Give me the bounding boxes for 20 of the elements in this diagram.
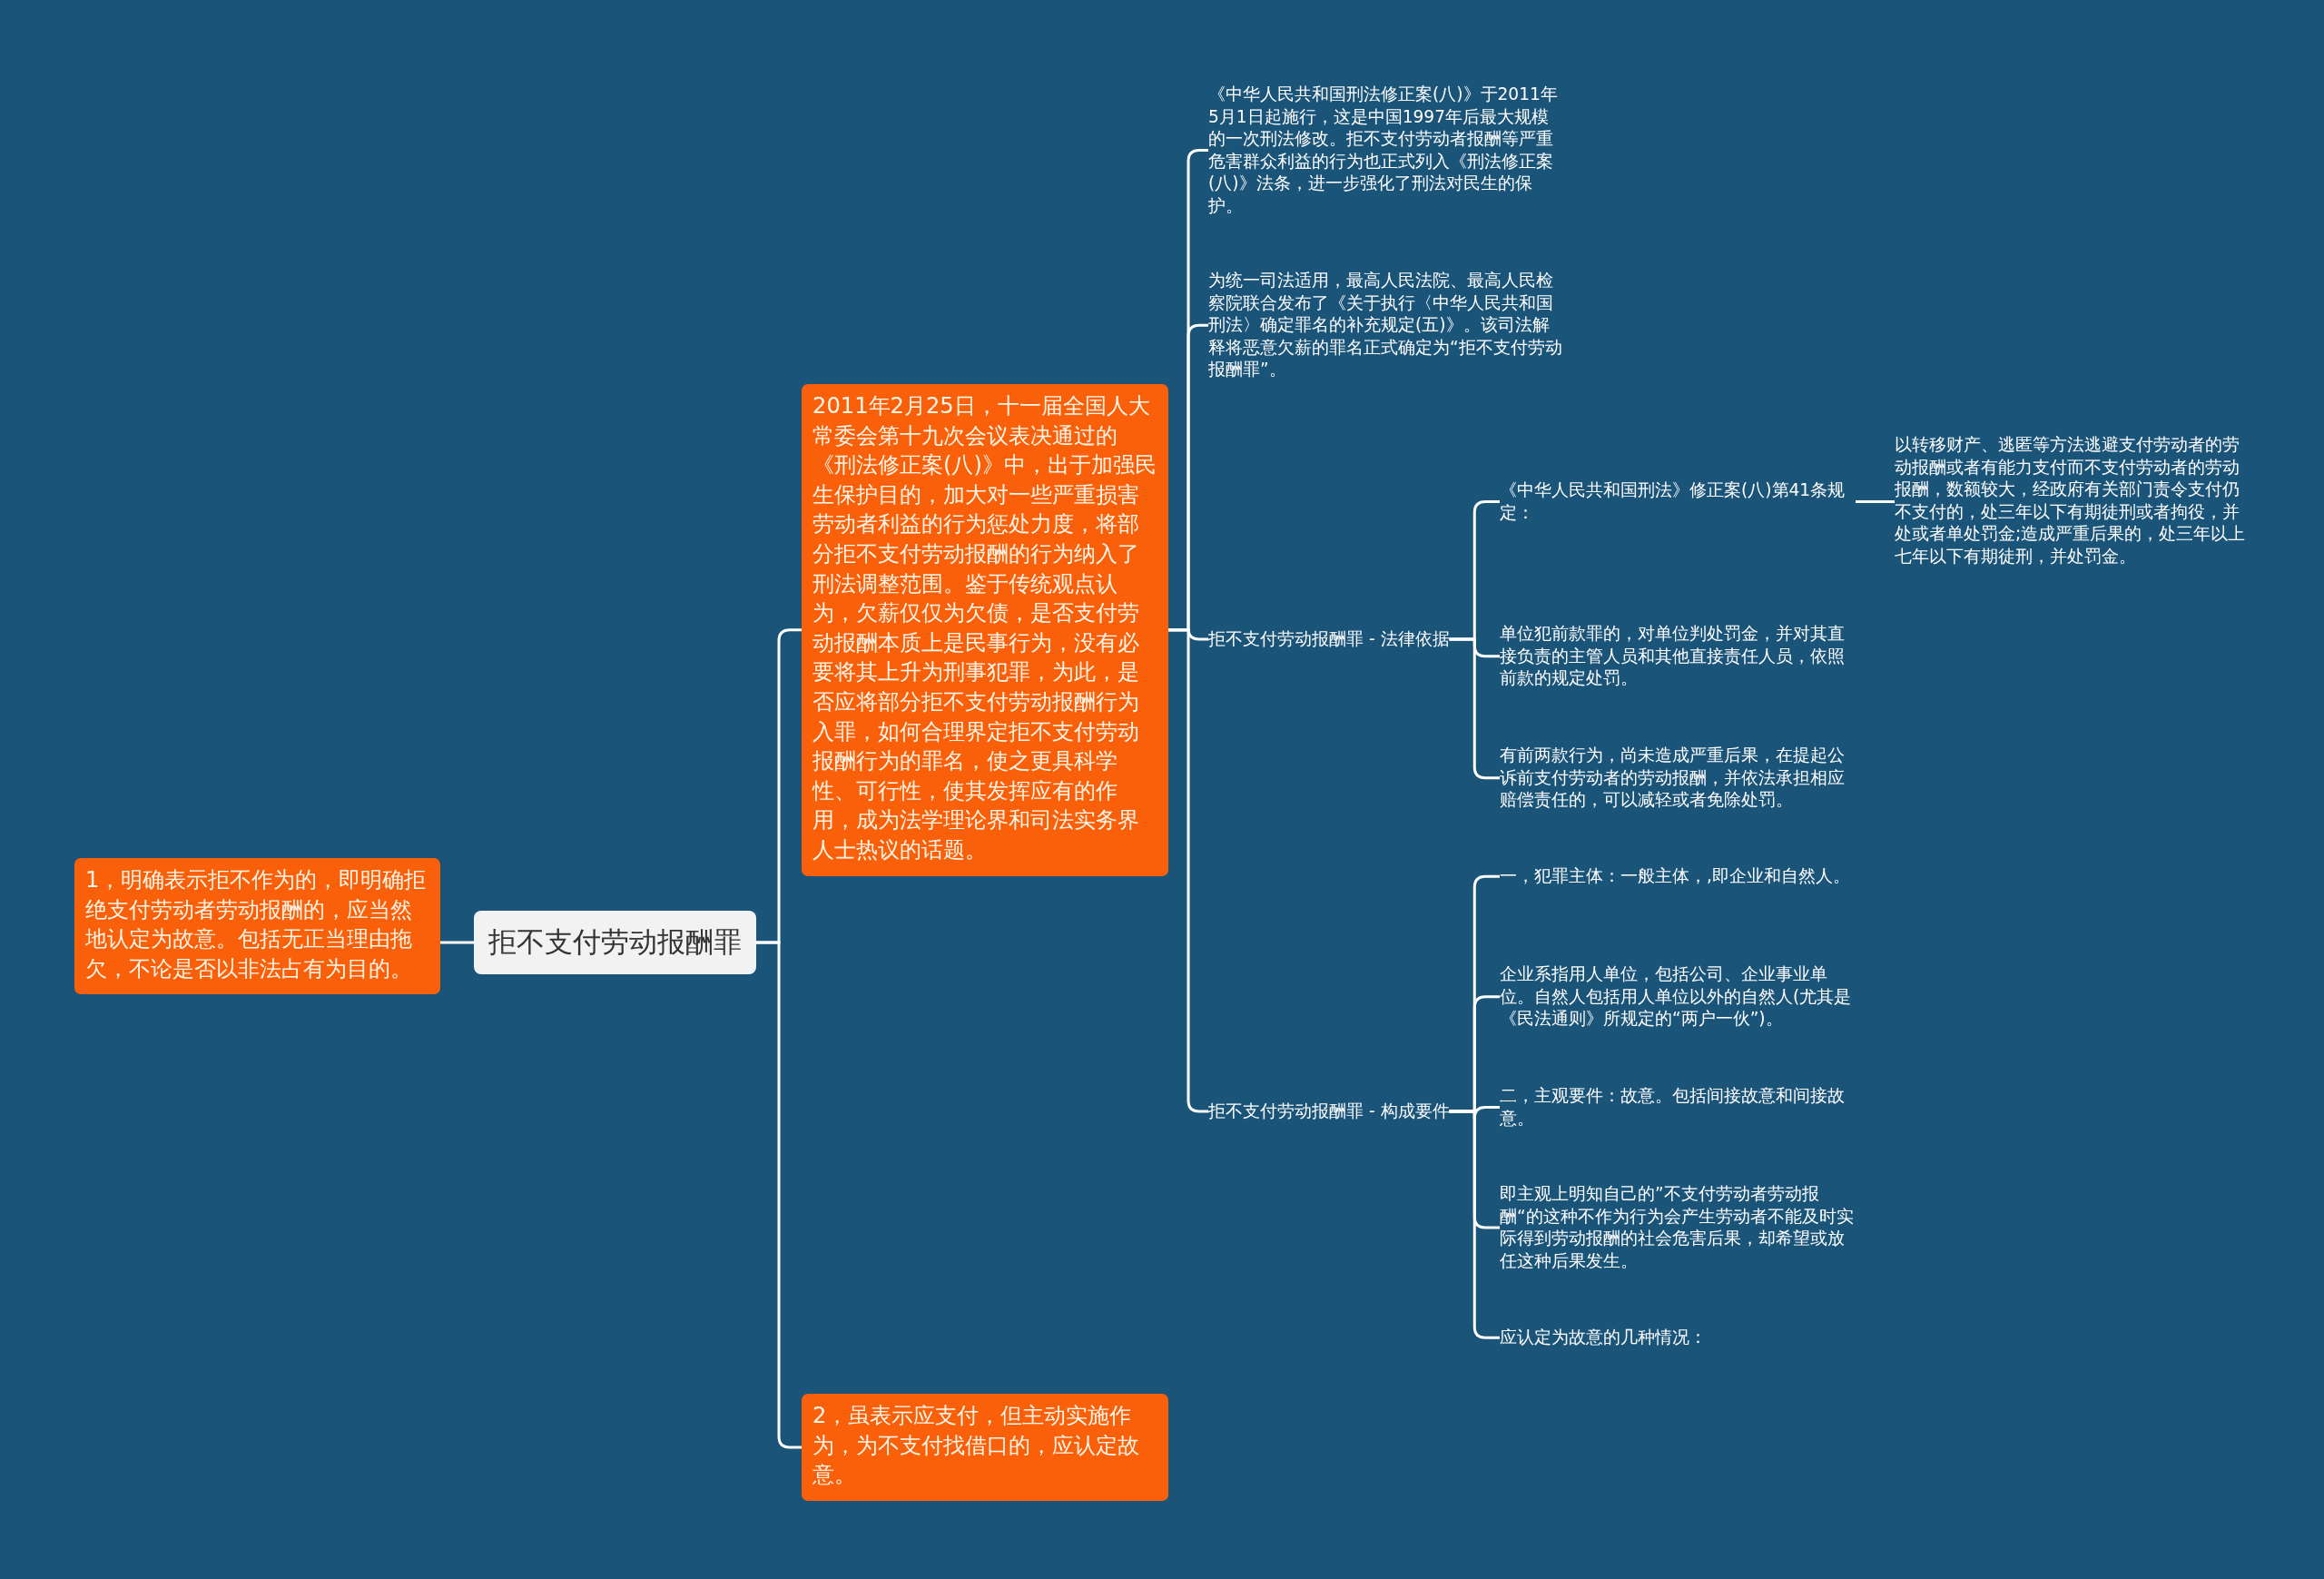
branch-text: 《中华人民共和国刑法修正案(八)》于2011年5月1日起施行，这是中国1997年后最大规模的一次刑法修改。拒不支付劳动者报酬等严重危害群众利益的行为也正式列入《刑法修正案(八)》法条，进一步强化了刑法对民生的保护。: [1208, 84, 1564, 217]
branch-text: 单位犯前款罪的，对单位判处罚金，并对其直接负责的主管人员和其他直接责任人员，依照前款的规定处罚。: [1500, 623, 1856, 690]
branch-text: 拒不支付劳动报酬罪 - 法律依据: [1208, 628, 1450, 650]
connector-line: [440, 941, 474, 944]
topic-box: 2，虽表示应支付，但主动实施作为，为不支付找借口的，应认定故意。: [802, 1394, 1168, 1501]
central-topic-box: 拒不支付劳动报酬罪: [474, 911, 756, 974]
connector-line: [1856, 500, 1895, 503]
branch-text: 有前两款行为，尚未造成严重后果，在提起公诉前支付劳动者的劳动报酬，并依法承担相应赔偿责任的，可以减轻或者免除处罚。: [1500, 745, 1856, 812]
connector-line: [756, 941, 802, 1449]
branch-text: 以转移财产、逃匿等方法逃避支付劳动者的劳动报酬或者有能力支付而不支付劳动者的劳动报酬，数额较大，经政府有关部门责令支付仍不支付的，处三年以下有期徒刑或者拘役，并处或者单处罚金;造成严重后果的，处三年以上七年以下有期徒刑，并处罚金。: [1895, 434, 2250, 567]
branch-text: 拒不支付劳动报酬罪 - 构成要件: [1208, 1100, 1450, 1122]
topic-box: 1，明确表示拒不作为的，即明确拒绝支付劳动者劳动报酬的，应当然地认定为故意。包括无正当理由拖欠，不论是否以非法占有为目的。: [74, 858, 440, 995]
branch-text: 一，犯罪主体：一般主体，,即企业和自然人。: [1500, 865, 1856, 888]
branch-text: 应认定为故意的几种情况：: [1500, 1327, 1856, 1349]
topic-box: 2011年2月25日，十一届全国人大常委会第十九次会议表决通过的《刑法修正案(八)》中，出于加强民生保护目的，加大对一些严重损害劳动者利益的行为惩处力度，将部分拒不支付劳动报酬的行为纳入了刑法调整范围。鉴于传统观点认为，欠薪仅仅为欠债，是否支付劳动报酬本质上是民事行为，没有必要将其上升为刑事犯罪，为此，是否应将部分拒不支付劳动报酬行为入罪，如何合理界定拒不支付劳动报酬行为的罪名，使之更具科学性、可行性，使其发挥应有的作用，成为法学理论界和司法实务界人士热议的话题。: [802, 384, 1168, 876]
branch-text: 为统一司法适用，最高人民法院、最高人民检察院联合发布了《关于执行〈中华人民共和国刑法〉确定罪名的补充规定(五)》。该司法解释将恶意欠薪的罪名正式确定为“拒不支付劳动报酬罪”。: [1208, 270, 1564, 381]
branch-text: 《中华人民共和国刑法》修正案(八)第41条规定：: [1500, 479, 1856, 524]
branch-text: 即主观上明知自己的”不支付劳动者劳动报酬“的这种不作为行为会产生劳动者不能及时实际得到劳动报酬的社会危害后果，却希望或放任这种后果发生。: [1500, 1183, 1856, 1272]
branch-text: 企业系指用人单位，包括公司、企业事业单位。自然人包括用人单位以外的自然人(尤其是《民法通则》所规定的“两户一伙”)。: [1500, 963, 1856, 1031]
branch-text: 二，主观要件：故意。包括间接故意和间接故意。: [1500, 1085, 1856, 1130]
